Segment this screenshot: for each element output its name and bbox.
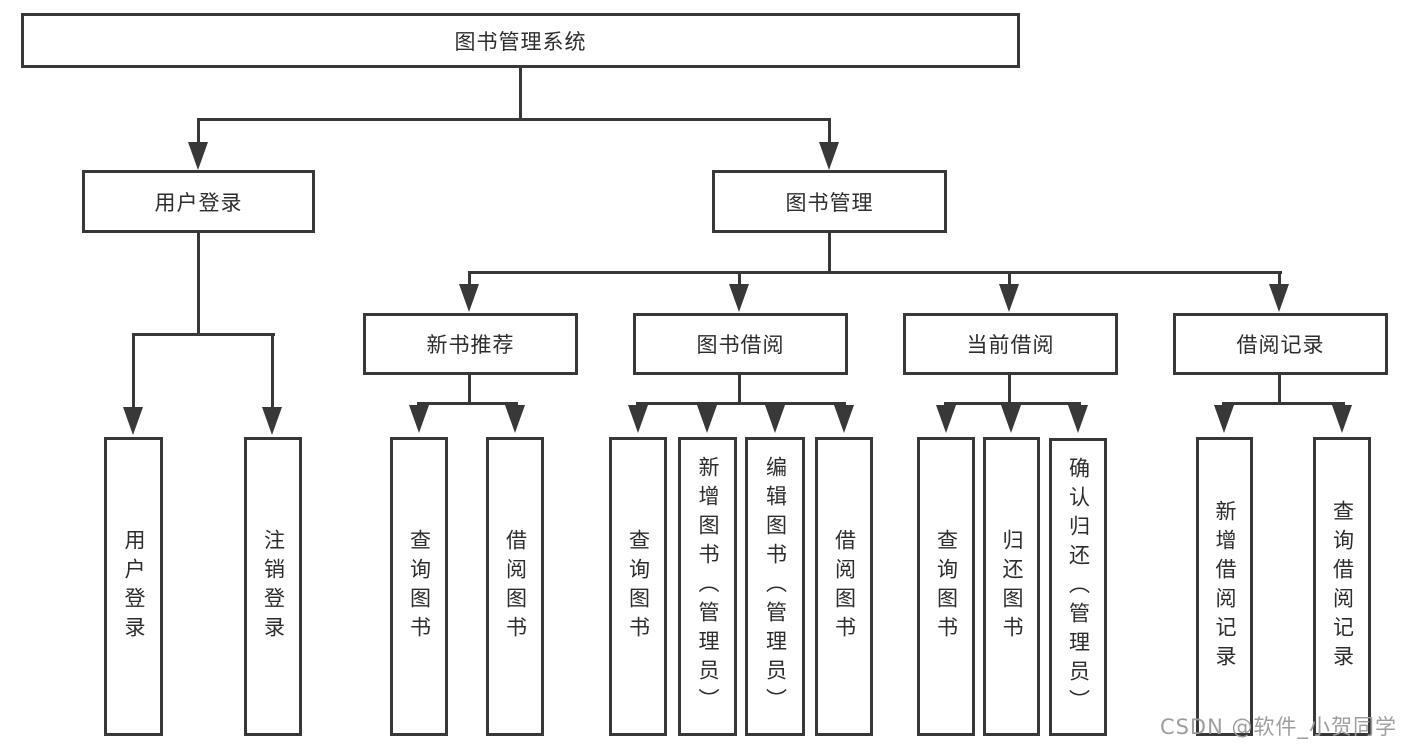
connector-line [738,373,741,405]
leaf-return-book: 归还图书 [983,437,1040,736]
connector-line [132,333,135,409]
arrowhead-down-icon [1068,405,1088,433]
arrowhead-down-icon [936,405,956,433]
connector-line [1278,271,1281,287]
leaf-query-borrow-record: 查询借阅记录 [1313,437,1371,736]
node-new-book-recommend: 新书推荐 [363,313,578,375]
node-root: 图书管理系统 [21,13,1020,68]
connector-line [1008,373,1011,405]
arrowhead-down-icon [765,405,785,433]
watermark: CSDN @软件_小贺同学 [1159,715,1397,739]
leaf-confirm-return-admin: 确认归还（管理员） [1049,438,1107,736]
leaf-add-borrow-record: 新增借阅记录 [1196,437,1253,736]
leaf-add-book-admin: 新增图书（管理员） [678,437,737,736]
connector-line [738,271,741,287]
arrowhead-down-icon [123,407,143,435]
connector-line [417,402,518,405]
node-user-login: 用户登录 [82,170,315,233]
arrowhead-down-icon [1332,405,1352,433]
leaf-query-book-recommend: 查询图书 [390,437,448,736]
leaf-user-login: 用户登录 [104,437,163,736]
arrowhead-down-icon [999,284,1019,312]
leaf-edit-book-admin: 编辑图书（管理员） [745,437,805,736]
connector-line [271,333,274,409]
leaf-query-book-current: 查询图书 [917,437,975,736]
connector-line [828,118,831,146]
node-borrow-record: 借阅记录 [1173,313,1388,375]
arrowhead-down-icon [819,142,839,170]
connector-line [1222,402,1345,405]
connector-line [519,66,522,121]
leaf-borrow-book-recommend: 借阅图书 [486,437,544,736]
node-current-borrow: 当前借阅 [903,313,1118,375]
connector-line [1278,373,1281,405]
connector-line [468,373,471,405]
connector-line [828,231,831,274]
arrowhead-down-icon [697,405,717,433]
arrowhead-down-icon [409,405,429,433]
connector-line [197,118,831,121]
connector-line [468,271,1282,274]
connector-line [944,402,1081,405]
connector-line [468,271,471,287]
arrowhead-down-icon [1214,405,1234,433]
connector-line [1008,271,1011,287]
arrowhead-down-icon [262,407,282,435]
leaf-logout: 注销登录 [244,437,302,736]
arrowhead-down-icon [729,284,749,312]
connector-line [197,118,200,146]
connector-line [197,231,200,336]
arrowhead-down-icon [1269,284,1289,312]
arrowhead-down-icon [834,405,854,433]
arrowhead-down-icon [188,142,208,170]
arrowhead-down-icon [628,405,648,433]
connector-line [636,402,846,405]
leaf-query-book-borrow: 查询图书 [609,437,667,736]
node-book-management: 图书管理 [712,170,947,233]
node-book-borrow: 图书借阅 [633,313,848,375]
leaf-borrow-book: 借阅图书 [815,437,873,736]
arrowhead-down-icon [1001,405,1021,433]
arrowhead-down-icon [459,284,479,312]
arrowhead-down-icon [505,405,525,433]
connector-line [132,333,275,336]
